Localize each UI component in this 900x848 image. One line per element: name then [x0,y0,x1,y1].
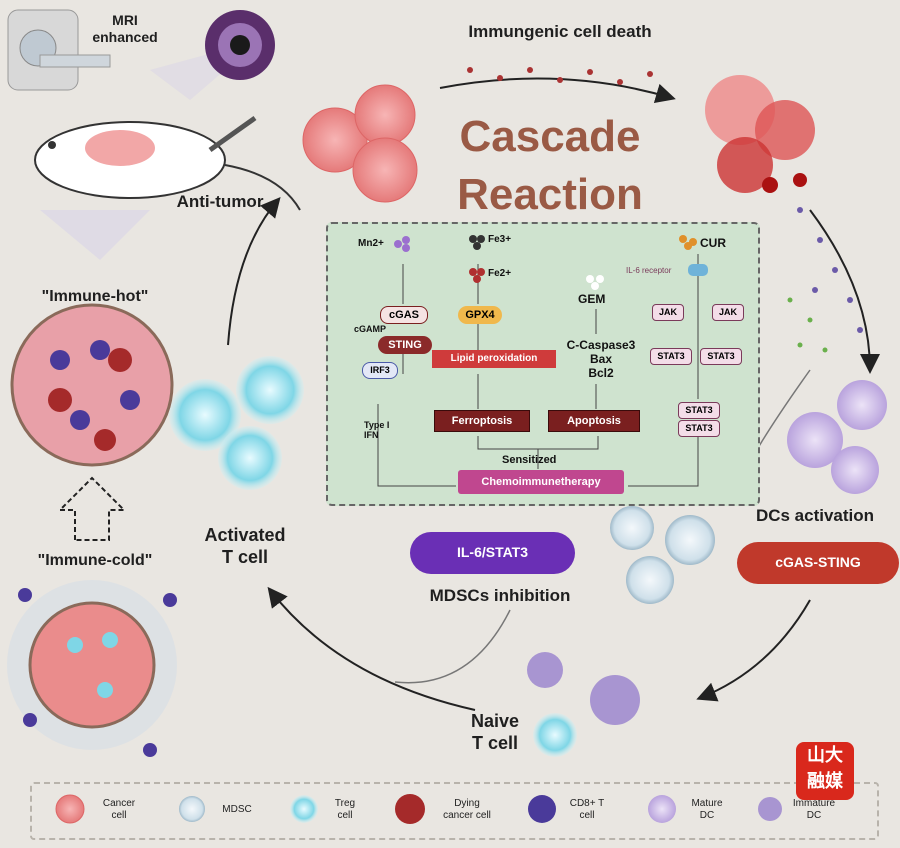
legend-label-mdsc: MDSC [222,804,252,815]
arrow-to-antitumor [227,196,281,346]
fe3-label: Fe3+ [488,234,512,245]
activated-t-cells [169,356,304,490]
immune-cold-to-hot-arrow [57,476,127,541]
cgamp-label: cGAMP [354,324,387,334]
mdsc-icon [179,796,205,822]
immune-cold-tumor [7,580,177,757]
nanoparticle-icon [150,10,275,100]
dcs-activation-label: DCs activation [755,506,875,525]
stat3-node-right: STAT3 [700,348,742,365]
fe2-label: Fe2+ [488,268,512,279]
panel-arrows [377,235,708,487]
arrow-to-activated [267,586,476,711]
legend-icons [55,794,782,824]
dying-cancer-cells [705,75,815,193]
mdsc-cells [610,506,715,604]
lipid-peroxidation-box: Lipid peroxidation [432,350,556,368]
stat3-dimer-top: STAT3 [678,402,720,419]
sting-node: STING [378,336,432,354]
immature-dcs [527,652,640,757]
mn-label: Mn2+ [358,238,384,249]
ferroptosis-box: Ferroptosis [434,410,530,432]
mouse-icon [34,115,301,260]
immature-dc-icon [758,797,782,821]
anti-tumor-label: Anti-tumor [176,192,264,211]
chemoimmunetherapy-box: Chemoimmunetherapy [458,470,624,494]
cgas-node: cGAS [380,306,428,324]
dying-cancer-cell-icon [395,794,425,824]
immune-hot-tumor [10,303,174,467]
cgas-sting-pill: cGAS-STING [737,542,899,584]
icd-label: Immungenic cell death [468,22,652,41]
stat3-node-left: STAT3 [650,348,692,365]
il6-receptor-label: IL-6 receptor [626,266,672,275]
mature-dcs [787,380,887,494]
cd8-t-cell-icon [528,795,556,823]
immune-hot-label: "Immune-hot" [41,288,149,305]
mri-machine-icon [7,9,111,91]
cancer-cell-icon [55,794,85,824]
gpx4-node: GPX4 [458,306,502,324]
gem-label: GEM [578,292,606,306]
mechanism-panel: Mn2+ Fe3+ Fe2+ CUR IL-6 receptor GEM cGA… [326,222,760,506]
jak-node-left: JAK [652,304,684,321]
irf3-node: IRF3 [362,362,398,379]
cancer-cells-top [302,84,418,203]
sensitized-label: Sensitized [502,454,557,466]
treg-cell-icon [290,795,318,823]
mature-dc-icon [648,795,676,823]
jak-node-right: JAK [712,304,744,321]
il6-stat3-pill: IL-6/STAT3 [410,532,575,574]
cur-label: CUR [700,236,726,250]
media-logo: 山大融媒 [796,742,854,800]
mdsc-inhibition-line [394,609,511,684]
arrow-to-dc [809,209,880,374]
arrow-icd [439,77,676,104]
stat3-dimer-bottom: STAT3 [678,420,720,437]
apoptosis-box: Apoptosis [548,410,640,432]
arrow-to-naive [696,599,811,702]
immune-cold-label: "Immune-cold" [37,552,153,569]
mdsc-inhibition-label: MDSCs inhibition [429,586,571,605]
